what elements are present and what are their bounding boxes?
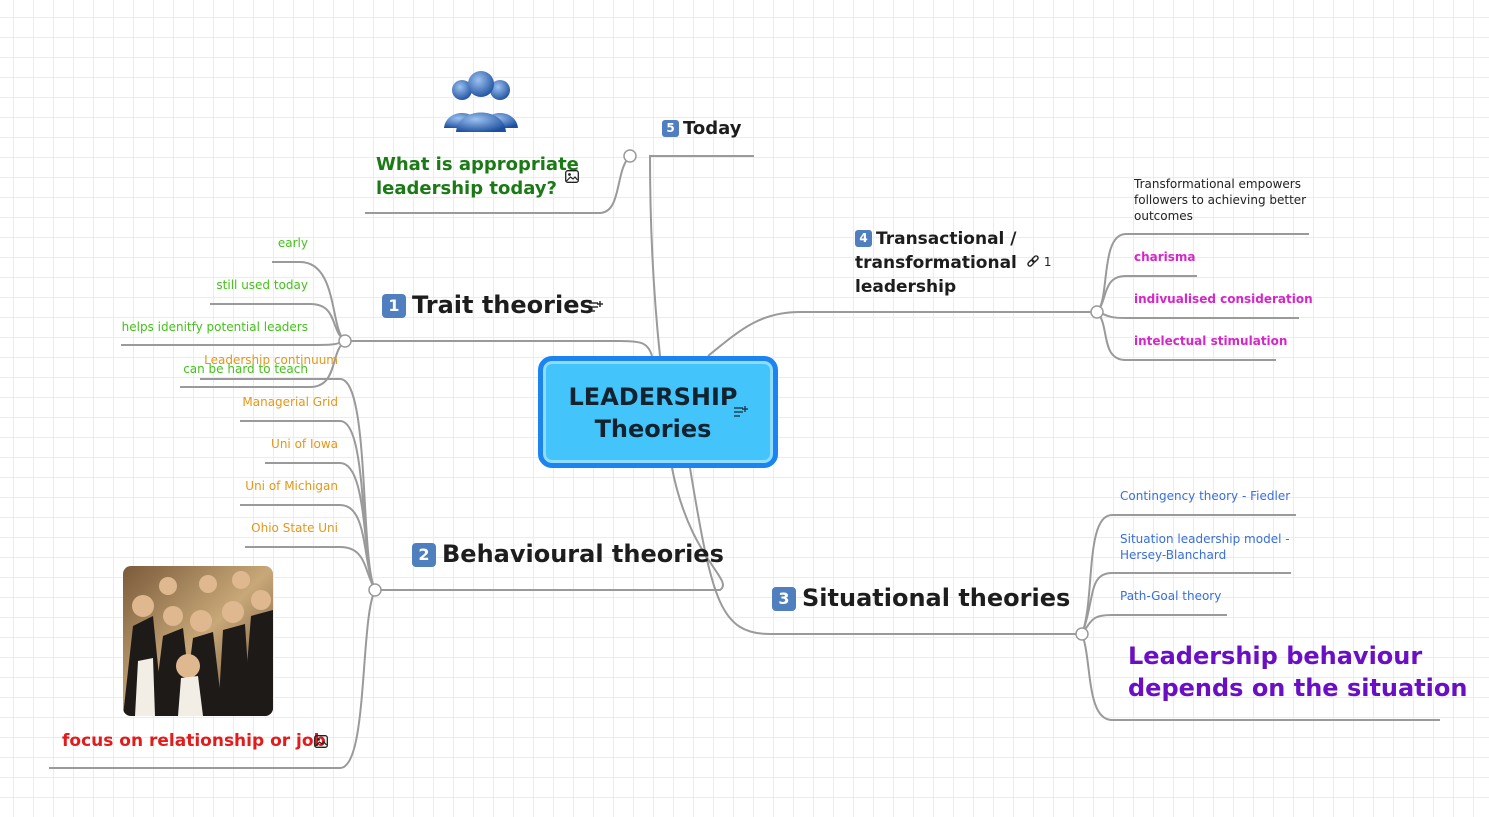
central-title-line2: Theories [594, 415, 712, 443]
today-question-line2: leadership today? [376, 178, 557, 199]
behavioural-item[interactable]: Managerial Grid [242, 395, 338, 409]
photo-group [123, 566, 273, 716]
behavioural-item[interactable]: Uni of Iowa [271, 437, 338, 451]
link-indicator[interactable]: 1 [1026, 255, 1051, 269]
topic-transactional-line1: Transactional / [876, 229, 1017, 249]
behavioural-item[interactable]: Uni of Michigan [245, 479, 338, 493]
trait-item[interactable]: still used today [216, 278, 308, 292]
central-title: LEADERSHIP Theories [561, 381, 745, 445]
empower-line2: followers to achieving better [1134, 193, 1307, 207]
situational-item-line1: Situation leadership model - [1120, 532, 1290, 546]
trait-item[interactable]: helps idenitfy potential leaders [121, 320, 308, 334]
situational-item-line2: Hersey-Blanchard [1120, 548, 1227, 562]
behavioural-item[interactable]: Ohio State Uni [251, 521, 338, 535]
group-photo [123, 566, 273, 716]
behavioural-item[interactable]: Leadership continuum [204, 353, 338, 367]
situational-item[interactable]: Contingency theory - Fiedler [1120, 489, 1291, 503]
topic-transactional-line3: leadership [855, 277, 957, 297]
central-topic[interactable]: LEADERSHIP Theories [538, 356, 778, 468]
transactional-item[interactable]: indivualised consideration [1134, 292, 1313, 306]
situational-highlight[interactable]: Leadership behaviour depends on the situ… [1128, 640, 1467, 704]
situational-highlight-line2: depends on the situation [1128, 674, 1468, 702]
link-icon [1027, 255, 1039, 267]
empower-line1: Transformational empowers [1134, 177, 1301, 191]
topic-trait-label: Trait theories [412, 291, 594, 319]
image-icon[interactable] [565, 170, 579, 183]
transactional-item[interactable]: charisma [1134, 250, 1196, 264]
topic-number-badge: 4 [855, 230, 872, 247]
notes-icon[interactable] [733, 405, 749, 419]
transactional-item[interactable]: intelectual stimulation [1134, 334, 1288, 348]
users-icon [444, 71, 518, 132]
topic-transactional-line2: transformational [855, 253, 1017, 273]
image-icon[interactable] [314, 735, 328, 748]
central-title-line1: LEADERSHIP [568, 383, 738, 411]
situational-highlight-line1: Leadership behaviour [1128, 642, 1423, 670]
topic-number-badge: 5 [662, 120, 679, 137]
topic-number-badge: 2 [412, 543, 436, 567]
behavioural-focus[interactable]: focus on relationship or job [62, 731, 326, 751]
transformational-empowers[interactable]: Transformational empowers followers to a… [1134, 176, 1306, 224]
situational-item[interactable]: Situation leadership model - Hersey-Blan… [1120, 531, 1290, 563]
notes-icon[interactable] [588, 300, 604, 314]
topic-today-label: Today [683, 118, 742, 139]
topic-number-badge: 3 [772, 587, 796, 611]
situational-item[interactable]: Path-Goal theory [1120, 589, 1222, 603]
empower-line3: outcomes [1134, 209, 1193, 223]
topic-situational-label: Situational theories [802, 584, 1071, 612]
today-question[interactable]: What is appropriate leadership today? [376, 153, 579, 201]
trait-item[interactable]: early [277, 236, 308, 250]
topic-behavioural-label: Behavioural theories [442, 540, 724, 568]
trait-item[interactable]: can be hard to teach [183, 362, 308, 376]
topic-number-badge: 1 [382, 294, 406, 318]
link-count: 1 [1043, 255, 1052, 269]
today-question-line1: What is appropriate [376, 154, 579, 175]
